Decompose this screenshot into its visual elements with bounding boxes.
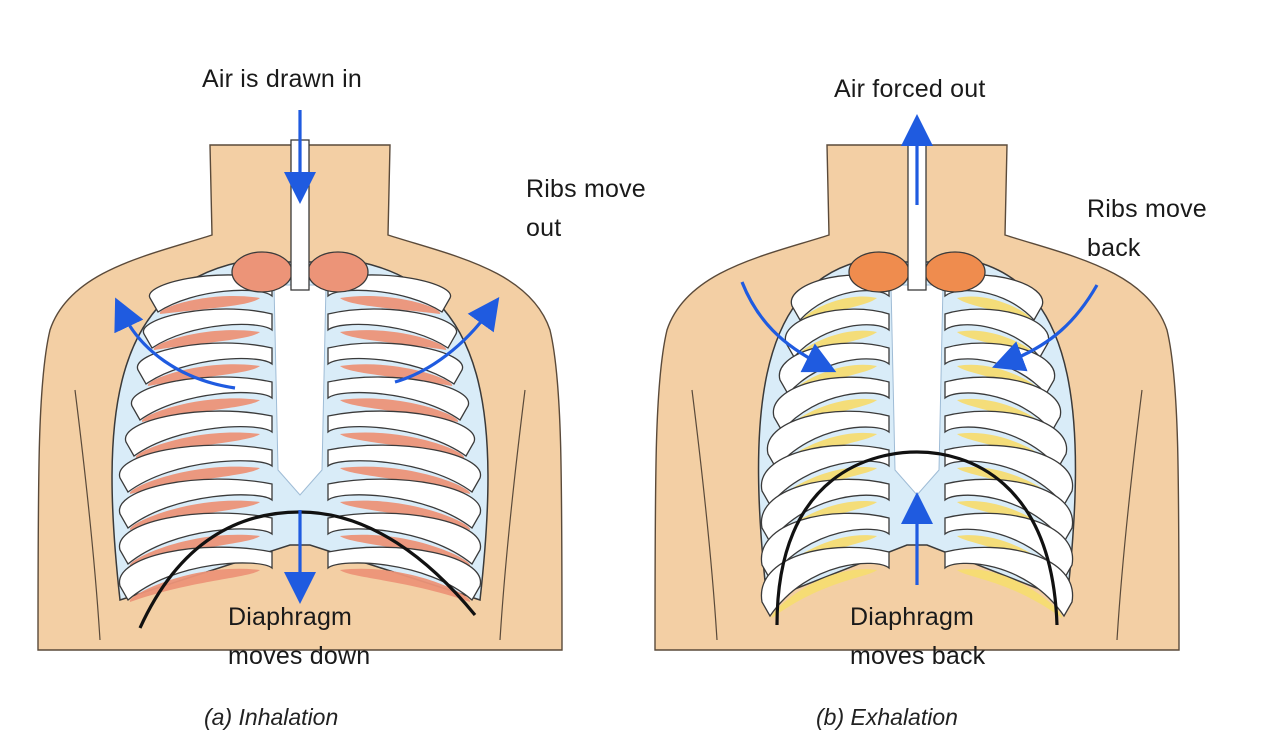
- exhalation-panel: [654, 114, 1180, 651]
- intercostal-tissue: [771, 466, 877, 507]
- intercostal-tissue: [777, 432, 877, 470]
- clavicle-lobe-left: [848, 251, 910, 293]
- rib: [944, 546, 1074, 618]
- clavicle-lobe-right: [307, 251, 369, 293]
- inhale-caption-letter: (a): [204, 704, 233, 730]
- intercostal-tissue: [129, 568, 260, 602]
- intercostal-tissue: [159, 295, 260, 314]
- sternum: [273, 284, 327, 496]
- rib: [327, 546, 481, 602]
- rib: [327, 308, 458, 349]
- intercostal-tissue: [957, 501, 1063, 544]
- exhale-diaphragm-label: Diaphragm moves back: [850, 603, 986, 670]
- intercostal-tissue: [129, 534, 260, 566]
- rib: [327, 444, 481, 493]
- rib-back-arrow-right: [992, 284, 1099, 372]
- intercostal-tissue: [783, 398, 877, 433]
- intercostal-tissue: [789, 364, 877, 396]
- intercostal-tissue: [957, 466, 1063, 507]
- sternum: [890, 284, 944, 496]
- rib-out-arrow-right: [394, 296, 500, 384]
- intercostal-tissue: [340, 330, 447, 350]
- intercostal-tissue: [957, 364, 1045, 396]
- intercostal-tissue: [771, 501, 877, 544]
- arm-outline-left: [74, 389, 101, 641]
- intercostal-tissue: [340, 568, 471, 602]
- rib: [327, 410, 475, 457]
- rib: [944, 308, 1050, 359]
- rib: [784, 308, 890, 359]
- inhale-ribs-label: Ribs move out: [526, 175, 646, 242]
- rib: [944, 478, 1074, 544]
- intercostal-tissue: [340, 295, 441, 314]
- rib-out-arrow-left: [114, 297, 236, 390]
- rib-back-arrow-left: [740, 281, 837, 373]
- intercostal-tissue: [957, 535, 1063, 581]
- intercostal-tissue: [957, 398, 1051, 433]
- rib: [944, 410, 1068, 470]
- rib: [772, 376, 890, 433]
- rib: [760, 546, 890, 618]
- intercostal-tissue: [957, 432, 1057, 470]
- exhale-caption: (b) Exhalation: [816, 702, 958, 732]
- intercostal-tissue: [771, 569, 877, 618]
- inhale-caption-word: Inhalation: [238, 704, 339, 730]
- exhale-caption-word: Exhalation: [850, 704, 958, 730]
- clavicle-lobe-left: [231, 251, 293, 293]
- rib: [327, 478, 481, 529]
- rib: [142, 308, 273, 349]
- rib: [944, 376, 1062, 433]
- arm-outline-right: [499, 389, 526, 641]
- rib: [327, 376, 470, 421]
- rib: [766, 410, 890, 470]
- rib: [119, 478, 273, 529]
- inhalation-panel: [37, 110, 563, 651]
- rib: [944, 512, 1074, 581]
- inhale-caption: (a) Inhalation: [204, 702, 338, 732]
- inhale-diaphragm-label: Diaphragm moves down: [228, 603, 371, 670]
- rib: [137, 342, 273, 385]
- rib: [119, 546, 273, 602]
- rib: [327, 342, 463, 385]
- clavicle-lobe-right: [924, 251, 986, 293]
- rib: [119, 444, 273, 493]
- intercostal-tissue: [153, 330, 260, 350]
- rib: [125, 410, 273, 457]
- exhale-air-label: Air forced out: [834, 75, 986, 103]
- intercostal-tissue: [340, 534, 471, 566]
- exhale-caption-letter: (b): [816, 704, 845, 730]
- rib: [130, 376, 273, 421]
- arm-outline-left: [691, 389, 718, 641]
- inhale-air-label: Air is drawn in: [202, 65, 362, 93]
- diaphragm-curve: [775, 450, 1059, 626]
- arm-outline-right: [1116, 389, 1143, 641]
- intercostal-tissue: [771, 535, 877, 581]
- exhale-ribs-label: Ribs move back: [1087, 195, 1207, 262]
- intercostal-tissue: [957, 569, 1063, 618]
